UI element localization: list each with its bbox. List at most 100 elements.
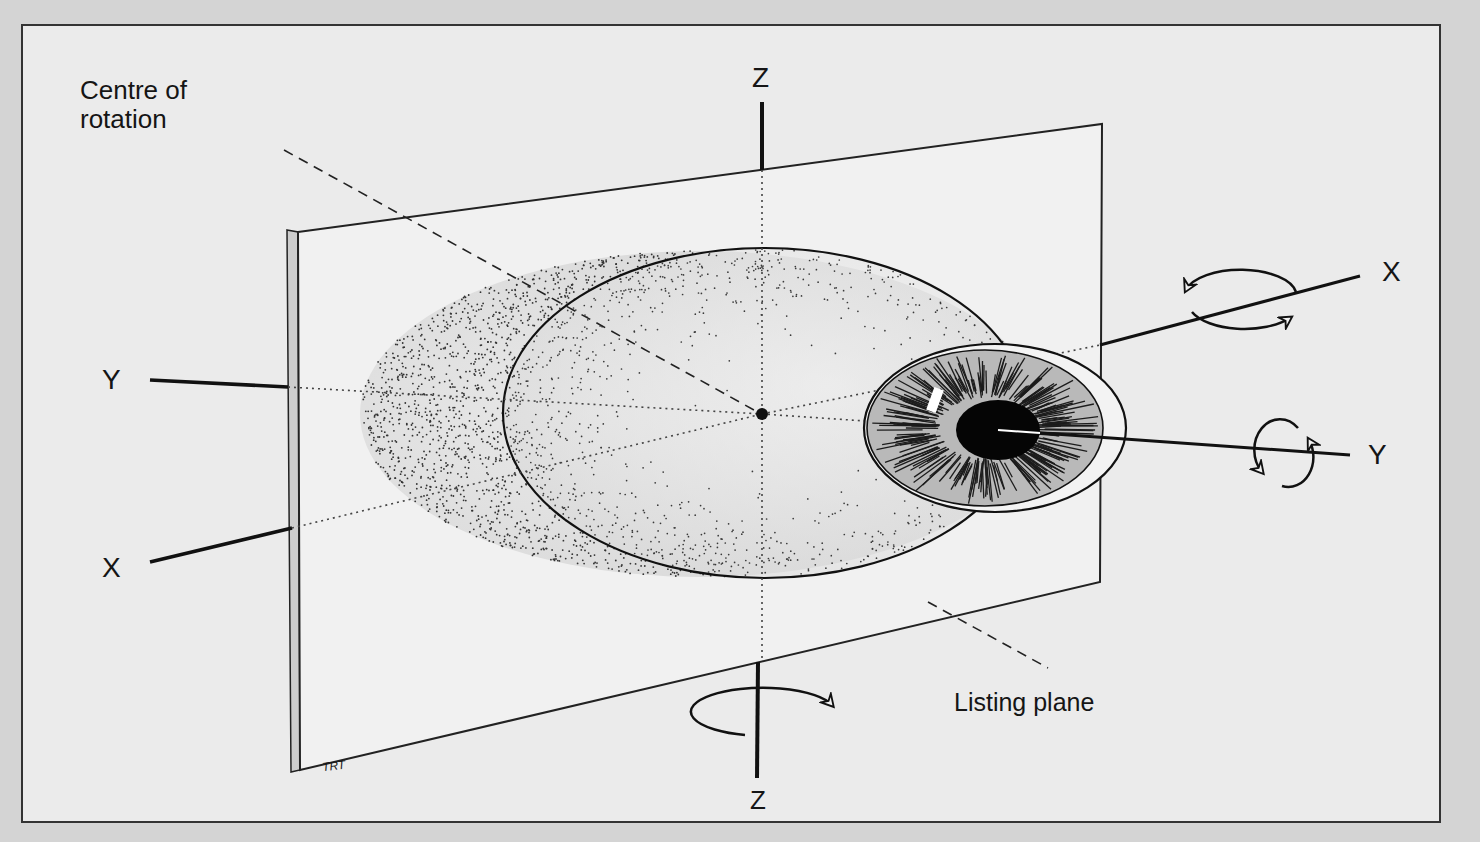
stipple-dot — [426, 419, 428, 421]
stipple-dot — [446, 465, 448, 467]
stipple-dot — [461, 299, 463, 301]
stipple-dot — [494, 493, 496, 495]
stipple-dot — [429, 478, 431, 480]
stipple-dot — [505, 342, 507, 344]
stipple-dot — [892, 548, 894, 550]
stipple-dot — [520, 320, 522, 322]
stipple-dot — [475, 358, 477, 360]
stipple-dot — [429, 327, 431, 329]
stipple-dot — [414, 466, 416, 468]
stipple-dot — [749, 562, 751, 564]
stipple-dot — [506, 459, 508, 461]
stipple-dot — [754, 278, 756, 280]
stipple-dot — [495, 311, 497, 313]
stipple-dot — [445, 519, 447, 521]
stipple-dot — [535, 530, 537, 532]
stipple-dot — [491, 521, 493, 523]
stipple-dot — [869, 272, 871, 274]
stipple-dot — [396, 369, 398, 371]
stipple-dot — [769, 547, 771, 549]
stipple-dot — [362, 399, 364, 401]
stipple-dot — [532, 547, 534, 549]
stipple-dot — [550, 491, 552, 493]
stipple-dot — [645, 329, 647, 331]
stipple-dot — [628, 288, 630, 290]
stipple-dot — [479, 331, 481, 333]
stipple-dot — [419, 368, 421, 370]
stipple-dot — [411, 376, 413, 378]
stipple-dot — [584, 326, 586, 328]
stipple-dot — [412, 339, 414, 341]
stipple-dot — [520, 297, 522, 299]
stipple-dot — [517, 278, 519, 280]
stipple-dot — [686, 562, 688, 564]
stipple-dot — [394, 357, 396, 359]
stipple-dot — [919, 522, 921, 524]
stipple-dot — [432, 367, 434, 369]
stipple-dot — [543, 493, 545, 495]
stipple-dot — [402, 347, 404, 349]
stipple-dot — [738, 564, 740, 566]
stipple-dot — [441, 488, 443, 490]
stipple-dot — [915, 524, 917, 526]
stipple-dot — [530, 371, 532, 373]
stipple-dot — [598, 264, 600, 266]
stipple-dot — [776, 541, 778, 543]
stipple-dot — [802, 279, 804, 281]
stipple-dot — [451, 307, 453, 309]
stipple-dot — [425, 454, 427, 456]
stipple-dot — [513, 397, 515, 399]
stipple-dot — [492, 489, 494, 491]
stipple-dot — [546, 526, 548, 528]
stipple-dot — [919, 304, 921, 306]
stipple-dot — [446, 327, 448, 329]
stipple-dot — [560, 492, 562, 494]
stipple-dot — [450, 313, 452, 315]
stipple-dot — [407, 478, 409, 480]
stipple-dot — [476, 428, 478, 430]
stipple-dot — [533, 279, 535, 281]
stipple-dot — [626, 428, 628, 430]
stipple-dot — [638, 260, 640, 262]
stipple-dot — [434, 480, 436, 482]
stipple-dot — [571, 284, 573, 286]
stipple-dot — [411, 424, 413, 426]
stipple-dot — [453, 417, 455, 419]
stipple-dot — [481, 344, 483, 346]
stipple-dot — [476, 310, 478, 312]
stipple-dot — [575, 540, 577, 542]
stipple-dot — [562, 348, 564, 350]
stipple-dot — [477, 389, 479, 391]
stipple-dot — [583, 563, 585, 565]
stipple-dot — [828, 263, 830, 265]
stipple-dot — [681, 274, 683, 276]
stipple-dot — [497, 407, 499, 409]
stipple-dot — [835, 353, 837, 355]
stipple-dot — [525, 547, 527, 549]
stipple-dot — [497, 373, 499, 375]
stipple-dot — [962, 337, 964, 339]
stipple-dot — [486, 489, 488, 491]
stipple-dot — [536, 527, 538, 529]
stipple-dot — [460, 400, 462, 402]
stipple-dot — [474, 374, 476, 376]
stipple-dot — [587, 371, 589, 373]
stipple-dot — [520, 440, 522, 442]
stipple-dot — [704, 532, 706, 534]
stipple-dot — [385, 471, 387, 473]
stipple-dot — [825, 567, 827, 569]
stipple-dot — [537, 319, 539, 321]
stipple-dot — [532, 278, 534, 280]
stipple-dot — [524, 431, 526, 433]
stipple-dot — [840, 560, 842, 562]
stipple-dot — [639, 260, 641, 262]
stipple-dot — [422, 463, 424, 465]
stipple-dot — [496, 342, 498, 344]
stipple-dot — [662, 263, 664, 265]
stipple-dot — [544, 541, 546, 543]
stipple-dot — [381, 430, 383, 432]
stipple-dot — [893, 546, 895, 548]
stipple-dot — [938, 514, 940, 516]
stipple-dot — [546, 364, 548, 366]
stipple-dot — [540, 505, 542, 507]
